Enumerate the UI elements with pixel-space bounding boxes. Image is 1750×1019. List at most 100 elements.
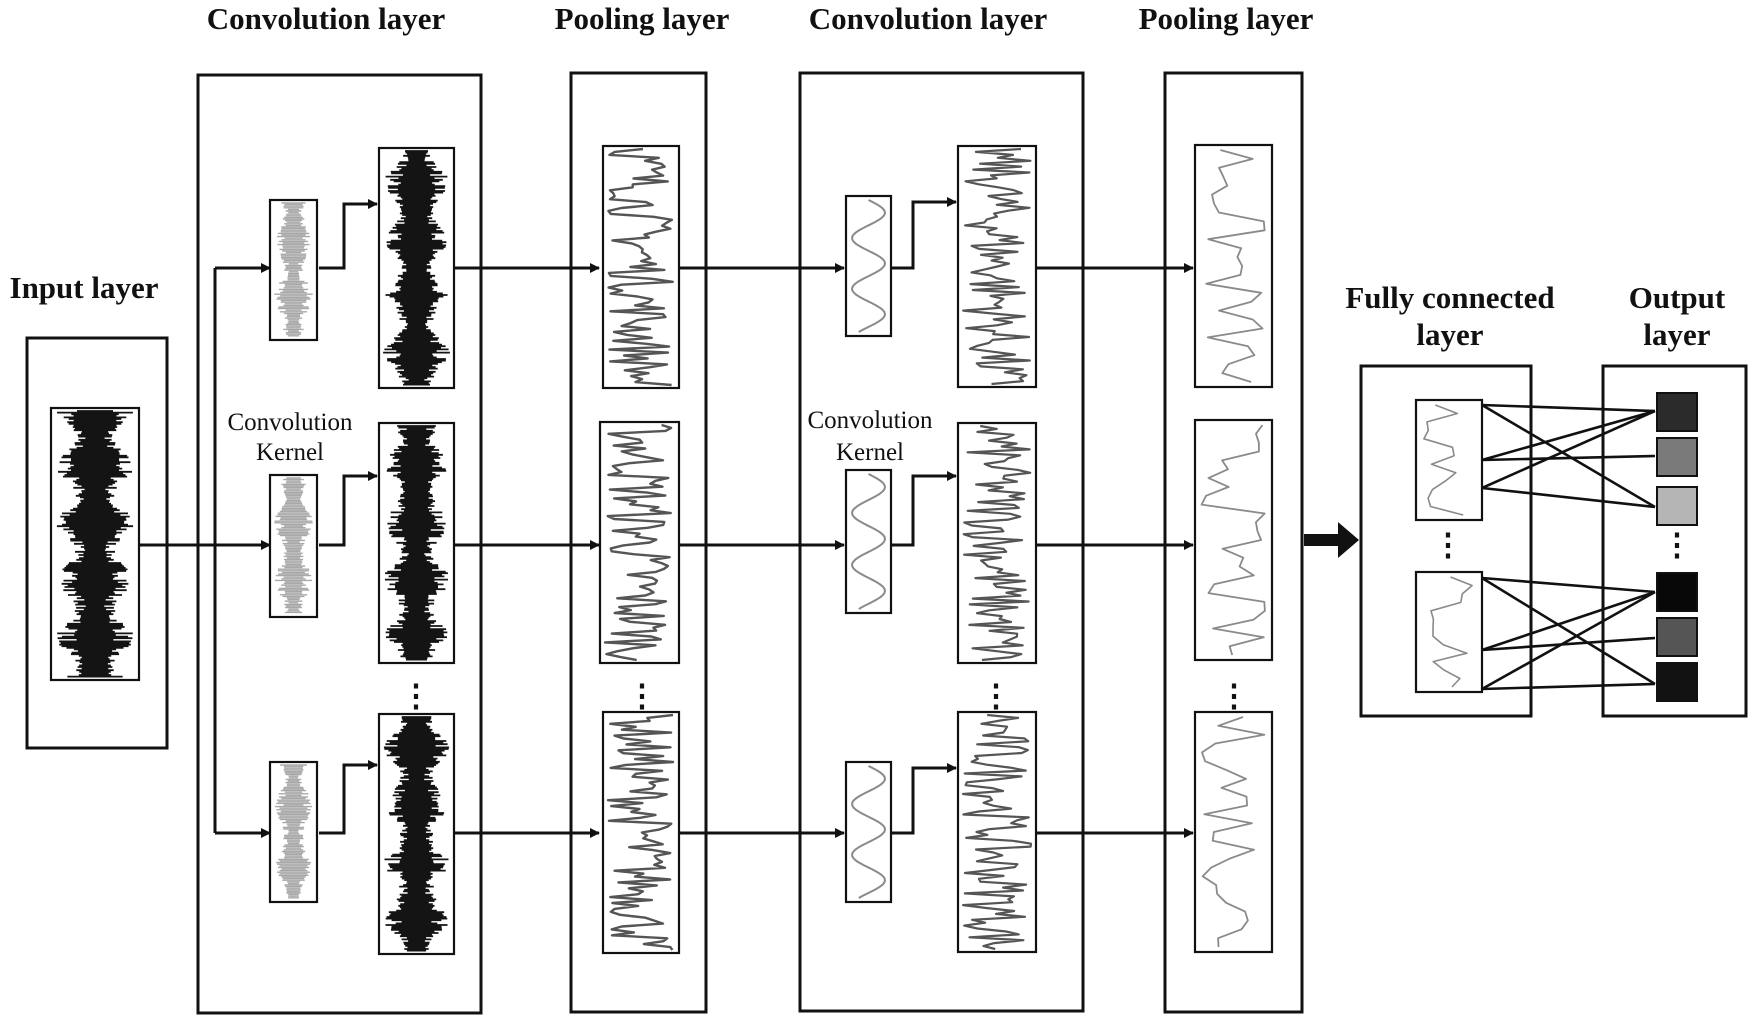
fc-line bbox=[1481, 590, 1656, 691]
fc-panel-top bbox=[1414, 398, 1484, 522]
panel-border bbox=[1193, 143, 1274, 389]
conv2-kernel-top bbox=[844, 194, 893, 338]
output-layer-title-line1: Output bbox=[1629, 280, 1726, 315]
output-node-3 bbox=[1656, 486, 1698, 526]
signal-trace bbox=[851, 473, 886, 610]
pool-layer-1-title: Pooling layer bbox=[555, 1, 730, 36]
fc-line bbox=[1481, 403, 1656, 413]
conv-layer-2-title: Convolution layer bbox=[809, 1, 1048, 36]
signal-trace bbox=[383, 716, 450, 952]
signal-trace bbox=[851, 765, 886, 899]
conv1-kernel-mid bbox=[268, 473, 319, 619]
panel-border bbox=[1414, 398, 1484, 522]
ellipsis-pool2: ⋮ bbox=[1219, 678, 1250, 713]
fc-line bbox=[1481, 454, 1656, 462]
signal-trace bbox=[607, 147, 674, 387]
output-nodes bbox=[1656, 392, 1698, 702]
kernel2-to-map-top bbox=[891, 197, 957, 270]
fc-layer-title-line1: Fully connected bbox=[1345, 280, 1554, 315]
conv-layer-2-frame bbox=[798, 71, 1085, 1013]
pool1-map-mid bbox=[598, 420, 681, 665]
fc-line bbox=[1481, 682, 1656, 691]
input-signal bbox=[49, 406, 141, 682]
fc-panel-bot bbox=[1414, 570, 1484, 694]
panel-border bbox=[1414, 570, 1484, 694]
signal-trace bbox=[274, 764, 313, 899]
kernel-1-label-line1: Convolution bbox=[227, 409, 353, 436]
fc-line bbox=[1481, 409, 1656, 490]
fc-line bbox=[1481, 576, 1656, 594]
signal-trace bbox=[1205, 149, 1266, 383]
fc-layer-title-line2: layer bbox=[1416, 317, 1483, 352]
pool1-map-top bbox=[601, 144, 681, 390]
conv1-map-mid bbox=[377, 421, 456, 665]
kernel-to-map-mid bbox=[319, 471, 378, 547]
fc-line bbox=[1481, 590, 1656, 652]
conv2-map-mid bbox=[956, 421, 1038, 665]
pool2-map-bot bbox=[1193, 710, 1274, 954]
ellipsis-conv1: ⋮ bbox=[401, 678, 432, 713]
ellipsis-pool1: ⋮ bbox=[627, 678, 658, 713]
ellipsis-output: ⋮ bbox=[1662, 527, 1693, 562]
output-node-6 bbox=[1656, 662, 1698, 702]
output-node-4 bbox=[1656, 572, 1698, 612]
fc-layer-frame bbox=[1359, 364, 1533, 718]
pool-layer-1-frame bbox=[569, 71, 708, 1014]
signal-trace bbox=[962, 713, 1033, 951]
fc-connections bbox=[1481, 403, 1656, 691]
signal-trace bbox=[274, 477, 313, 614]
kernel2-to-map-mid bbox=[891, 471, 957, 547]
input-layer-frame bbox=[25, 336, 169, 750]
signal-trace bbox=[962, 147, 1032, 386]
signal-trace bbox=[962, 424, 1032, 662]
signal-trace bbox=[1200, 424, 1266, 656]
ellipsis-conv2: ⋮ bbox=[981, 678, 1012, 713]
kernel-2-label-line1: Convolution bbox=[807, 407, 933, 434]
kernel2-to-map-bot bbox=[891, 763, 957, 835]
fc-line bbox=[1481, 576, 1656, 686]
kernel-to-map-bot bbox=[319, 760, 378, 835]
conv2-kernel-mid bbox=[844, 468, 893, 615]
connector-lines bbox=[139, 197, 1194, 838]
conv1-map-bot bbox=[377, 712, 456, 956]
panel-border bbox=[1193, 710, 1274, 954]
signal-trace bbox=[603, 423, 673, 662]
output-node-5 bbox=[1656, 617, 1698, 657]
signal-trace bbox=[851, 199, 886, 333]
signal-panels bbox=[49, 143, 1484, 956]
conv1-kernel-bot bbox=[268, 760, 319, 904]
input-layer-title: Input layer bbox=[10, 270, 159, 305]
pool-layer-2-title: Pooling layer bbox=[1139, 1, 1314, 36]
signal-trace bbox=[383, 150, 450, 386]
output-layer-title-line2: layer bbox=[1643, 317, 1710, 352]
conv2-kernel-bot bbox=[844, 760, 893, 904]
ellipsis-fc: ⋮ bbox=[1433, 527, 1464, 562]
pool2-map-top bbox=[1193, 143, 1274, 389]
output-node-2 bbox=[1656, 437, 1698, 477]
pool1-map-bot bbox=[601, 710, 681, 955]
flatten-arrow bbox=[1304, 522, 1359, 558]
conv-layer-1-title: Convolution layer bbox=[207, 1, 446, 36]
pool2-map-mid bbox=[1193, 418, 1274, 662]
conv2-map-bot bbox=[956, 710, 1038, 954]
output-node-1 bbox=[1656, 392, 1698, 432]
signal-trace bbox=[56, 410, 134, 678]
kernel-2-label-line2: Kernel bbox=[836, 439, 904, 466]
signal-trace bbox=[1423, 404, 1464, 516]
output-layer-frame bbox=[1601, 364, 1748, 718]
fc-line bbox=[1481, 409, 1656, 462]
pool-layer-2-frame bbox=[1163, 71, 1304, 1014]
kernel-to-map-top bbox=[319, 199, 378, 270]
signal-trace bbox=[606, 713, 675, 951]
conv1-map-top bbox=[377, 146, 456, 390]
conv2-map-top bbox=[956, 144, 1038, 389]
kernel-1-label-line2: Kernel bbox=[256, 439, 324, 466]
conv1-kernel-top bbox=[268, 198, 319, 342]
signal-trace bbox=[1430, 576, 1473, 688]
signal-trace bbox=[385, 425, 448, 661]
fc-line bbox=[1481, 403, 1656, 509]
signal-trace bbox=[1201, 716, 1266, 948]
fc-line bbox=[1481, 636, 1656, 652]
